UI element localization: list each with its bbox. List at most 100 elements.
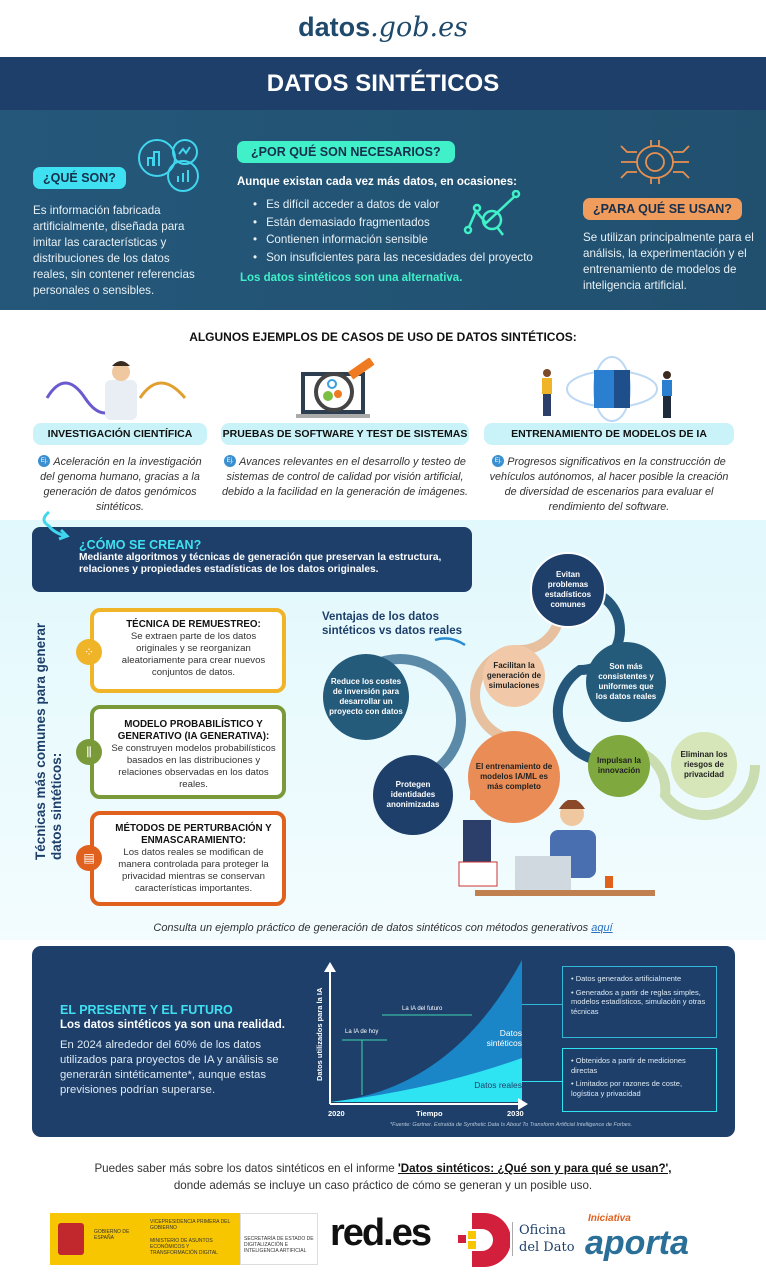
present-text: En 2024 alrededor del 60% de los datos u… xyxy=(60,1039,279,1096)
technique-title: MÉTODOS DE PERTURBACIÓN Y ENMASCARAMIENT… xyxy=(115,823,272,846)
consulta-line: Consulta un ejemplo práctico de generaci… xyxy=(0,922,766,934)
por-que-list: Es difícil acceder a datos de valor Está… xyxy=(253,196,533,266)
person-at-laptop-illustration xyxy=(458,800,655,896)
reason-item: Están demasiado fragmentados xyxy=(253,214,533,232)
oficina-text: Oficina xyxy=(519,1223,566,1238)
intro-section: ¿QUÉ SON? Es información fabricada artif… xyxy=(0,110,766,310)
ai-training-illustration xyxy=(542,356,672,422)
x-tick-2020: 2020 xyxy=(328,1109,345,1118)
use-case-label-ai: ENTRENAMIENTO DE MODELOS DE IA xyxy=(484,423,734,445)
real-notes-box: Obtenidos a partir de mediciones directa… xyxy=(562,1048,717,1112)
advantage-item: Evitan problemas estadísticos comunes xyxy=(530,552,606,628)
iniciativa-text: Iniciativa xyxy=(588,1213,631,1224)
aqui-link[interactable]: aquí xyxy=(591,922,613,934)
footer-line-1: Puedes saber más sobre los datos sintéti… xyxy=(0,1161,766,1177)
footer-line-2: donde además se incluye un caso práctico… xyxy=(173,1179,593,1192)
how-banner: ¿CÓMO SE CREAN? Mediante algoritmos y té… xyxy=(32,527,472,592)
technique-perturbation: ▤ MÉTODOS DE PERTURBACIÓN Y ENMASCARAMIE… xyxy=(76,811,286,906)
annotation-today: La IA de hoy xyxy=(345,1029,379,1035)
secretaria-logo: SECRETARÍA DE ESTADO DE DIGITALIZACIÓN E… xyxy=(240,1213,318,1265)
oficina-del-dato-logo: Oficina del Dato xyxy=(512,1222,575,1256)
advantage-item: Impulsan la innovación xyxy=(588,735,650,797)
synthetic-data-area xyxy=(330,960,522,1102)
scientist-dna-illustration xyxy=(45,361,187,420)
software-testing-illustration xyxy=(296,358,375,418)
red-es-logo: red.es xyxy=(330,1212,432,1254)
advantage-item: Eliminan los riesgos de privacidad xyxy=(671,732,737,798)
present-future-panel: EL PRESENTE Y EL FUTURO Los datos sintét… xyxy=(32,946,735,1137)
example-icon: Ej. xyxy=(224,455,237,467)
use-case-label-software: PRUEBAS DE SOFTWARE Y TEST DE SISTEMAS xyxy=(221,423,469,445)
scatter-icon: ⁘ xyxy=(76,639,102,665)
present-subtitle: Los datos sintéticos ya son una realidad… xyxy=(60,1019,285,1031)
footer-text: Puedes saber más sobre los datos sintéti… xyxy=(94,1162,395,1175)
curl-arrow-icon xyxy=(42,510,70,541)
how-text: Mediante algoritmos y técnicas de genera… xyxy=(79,552,442,575)
advantage-item: El entrenamiento de modelos IA/ML es más… xyxy=(468,731,560,823)
x-label: Tiempo xyxy=(416,1109,443,1118)
real-data-area xyxy=(330,1058,522,1102)
reason-item: Es difícil acceder a datos de valor xyxy=(253,196,533,214)
y-axis-label: Datos utilizados para la IA xyxy=(315,987,324,1081)
reason-item: Contienen información sensible xyxy=(253,231,533,249)
ai-eye-icon xyxy=(620,140,690,184)
del-dato-text: del Dato xyxy=(519,1240,575,1255)
synthetic-notes-box: Datos generados artificialmente Generado… xyxy=(562,966,717,1038)
x-tick-2030: 2030 xyxy=(507,1109,524,1118)
gob-text: GOBIERNO DE ESPAÑA xyxy=(94,1229,130,1241)
data-analysis-icon xyxy=(463,190,521,236)
use-case-label-science: INVESTIGACIÓN CIENTÍFICA xyxy=(33,423,207,445)
charts-icon xyxy=(138,139,199,192)
para-que-label: ¿PARA QUÉ SE USAN? xyxy=(583,198,742,220)
present-label: EL PRESENTE Y EL FUTURO xyxy=(60,1003,233,1017)
que-son-text: Es información fabricada artificialmente… xyxy=(33,204,195,297)
por-que-conclusion: Los datos sintéticos son una alternativa… xyxy=(240,272,463,284)
advantage-item: Protegen identidades anonimizadas xyxy=(373,755,453,835)
vice-text: VICEPRESIDENCIA PRIMERA DEL GOBIERNO xyxy=(150,1219,231,1231)
source-note: *Fuente: Gartner. Extraída de Synthetic … xyxy=(390,1122,633,1128)
coat-of-arms-icon xyxy=(58,1223,84,1255)
technique-title: TÉCNICA DE REMUESTREO: xyxy=(126,619,261,630)
how-label: ¿CÓMO SE CREAN? xyxy=(79,538,202,552)
example-icon: Ej. xyxy=(492,455,505,467)
candlestick-icon: ⫼ xyxy=(76,739,102,765)
technique-title: MODELO PROBABILÍSTICO Y GENERATIVO (IA G… xyxy=(117,719,270,742)
technique-generative: ⫼ MODELO PROBABILÍSTICO Y GENERATIVO (IA… xyxy=(76,705,286,799)
mask-icon: ▤ xyxy=(76,845,102,871)
data-growth-chart xyxy=(324,960,528,1110)
technique-text: Se construyen modelos probabilísticos ba… xyxy=(111,743,276,790)
note-item: Limitados por razones de coste, logístic… xyxy=(571,1079,708,1098)
technique-text: Se extraen parte de los datos originales… xyxy=(121,631,266,678)
series-label-real: Datos reales xyxy=(474,1080,522,1090)
series-label-synthetic: Datos sintéticos xyxy=(486,1028,522,1048)
reason-item: Son insuficientes para las necesidades d… xyxy=(253,249,533,267)
technique-resampling: ⁘ TÉCNICA DE REMUESTREO:Se extraen parte… xyxy=(76,608,286,693)
advantages-title: Ventajas de los datos sintéticos vs dato… xyxy=(322,611,462,637)
page-title: DATOS SINTÉTICOS xyxy=(0,57,766,110)
aporta-logo: aporta xyxy=(585,1224,689,1262)
use-case-text: Aceleración en la investigación del geno… xyxy=(40,456,202,513)
logo-main: datos xyxy=(298,12,371,42)
use-cases-heading: ALGUNOS EJEMPLOS DE CASOS DE USO DE DATO… xyxy=(189,330,577,344)
technique-text: Los datos reales se modifican de manera … xyxy=(118,847,269,894)
logo-domain: .gob.es xyxy=(370,12,468,43)
advantage-item: Son más consistentes y uniformes que los… xyxy=(586,642,666,722)
use-case-text: Progresos significativos en la construcc… xyxy=(489,456,729,513)
site-logo[interactable]: datos.gob.es xyxy=(0,12,766,43)
min-text: MINISTERIO DE ASUNTOS ECONÓMICOS Y TRANS… xyxy=(150,1238,218,1256)
oficina-del-dato-icon xyxy=(458,1213,510,1267)
report-link[interactable]: 'Datos sintéticos: ¿Qué son y para qué s… xyxy=(398,1162,672,1175)
note-item: Generados a partir de reglas simples, mo… xyxy=(571,988,708,1017)
consulta-text: Consulta un ejemplo práctico de generaci… xyxy=(153,922,589,934)
advantage-item: Reduce los costes de inversión para desa… xyxy=(323,654,409,740)
gobierno-logo: GOBIERNO DE ESPAÑA VICEPRESIDENCIA PRIME… xyxy=(50,1213,240,1265)
que-son-label: ¿QUÉ SON? xyxy=(33,167,126,189)
note-item: Obtenidos a partir de mediciones directa… xyxy=(571,1056,708,1075)
note-item: Datos generados artificialmente xyxy=(571,974,708,984)
por-que-label: ¿POR QUÉ SON NECESARIOS? xyxy=(237,141,455,163)
advantage-item: Facilitan la generación de simulaciones xyxy=(483,645,545,707)
techniques-vertical-title: Técnicas más comunes para generar datos … xyxy=(33,622,64,860)
use-case-text: Avances relevantes en el desarrollo y te… xyxy=(221,456,469,498)
example-icon: Ej. xyxy=(38,455,51,467)
por-que-lead: Aunque existan cada vez más datos, en oc… xyxy=(237,176,517,188)
